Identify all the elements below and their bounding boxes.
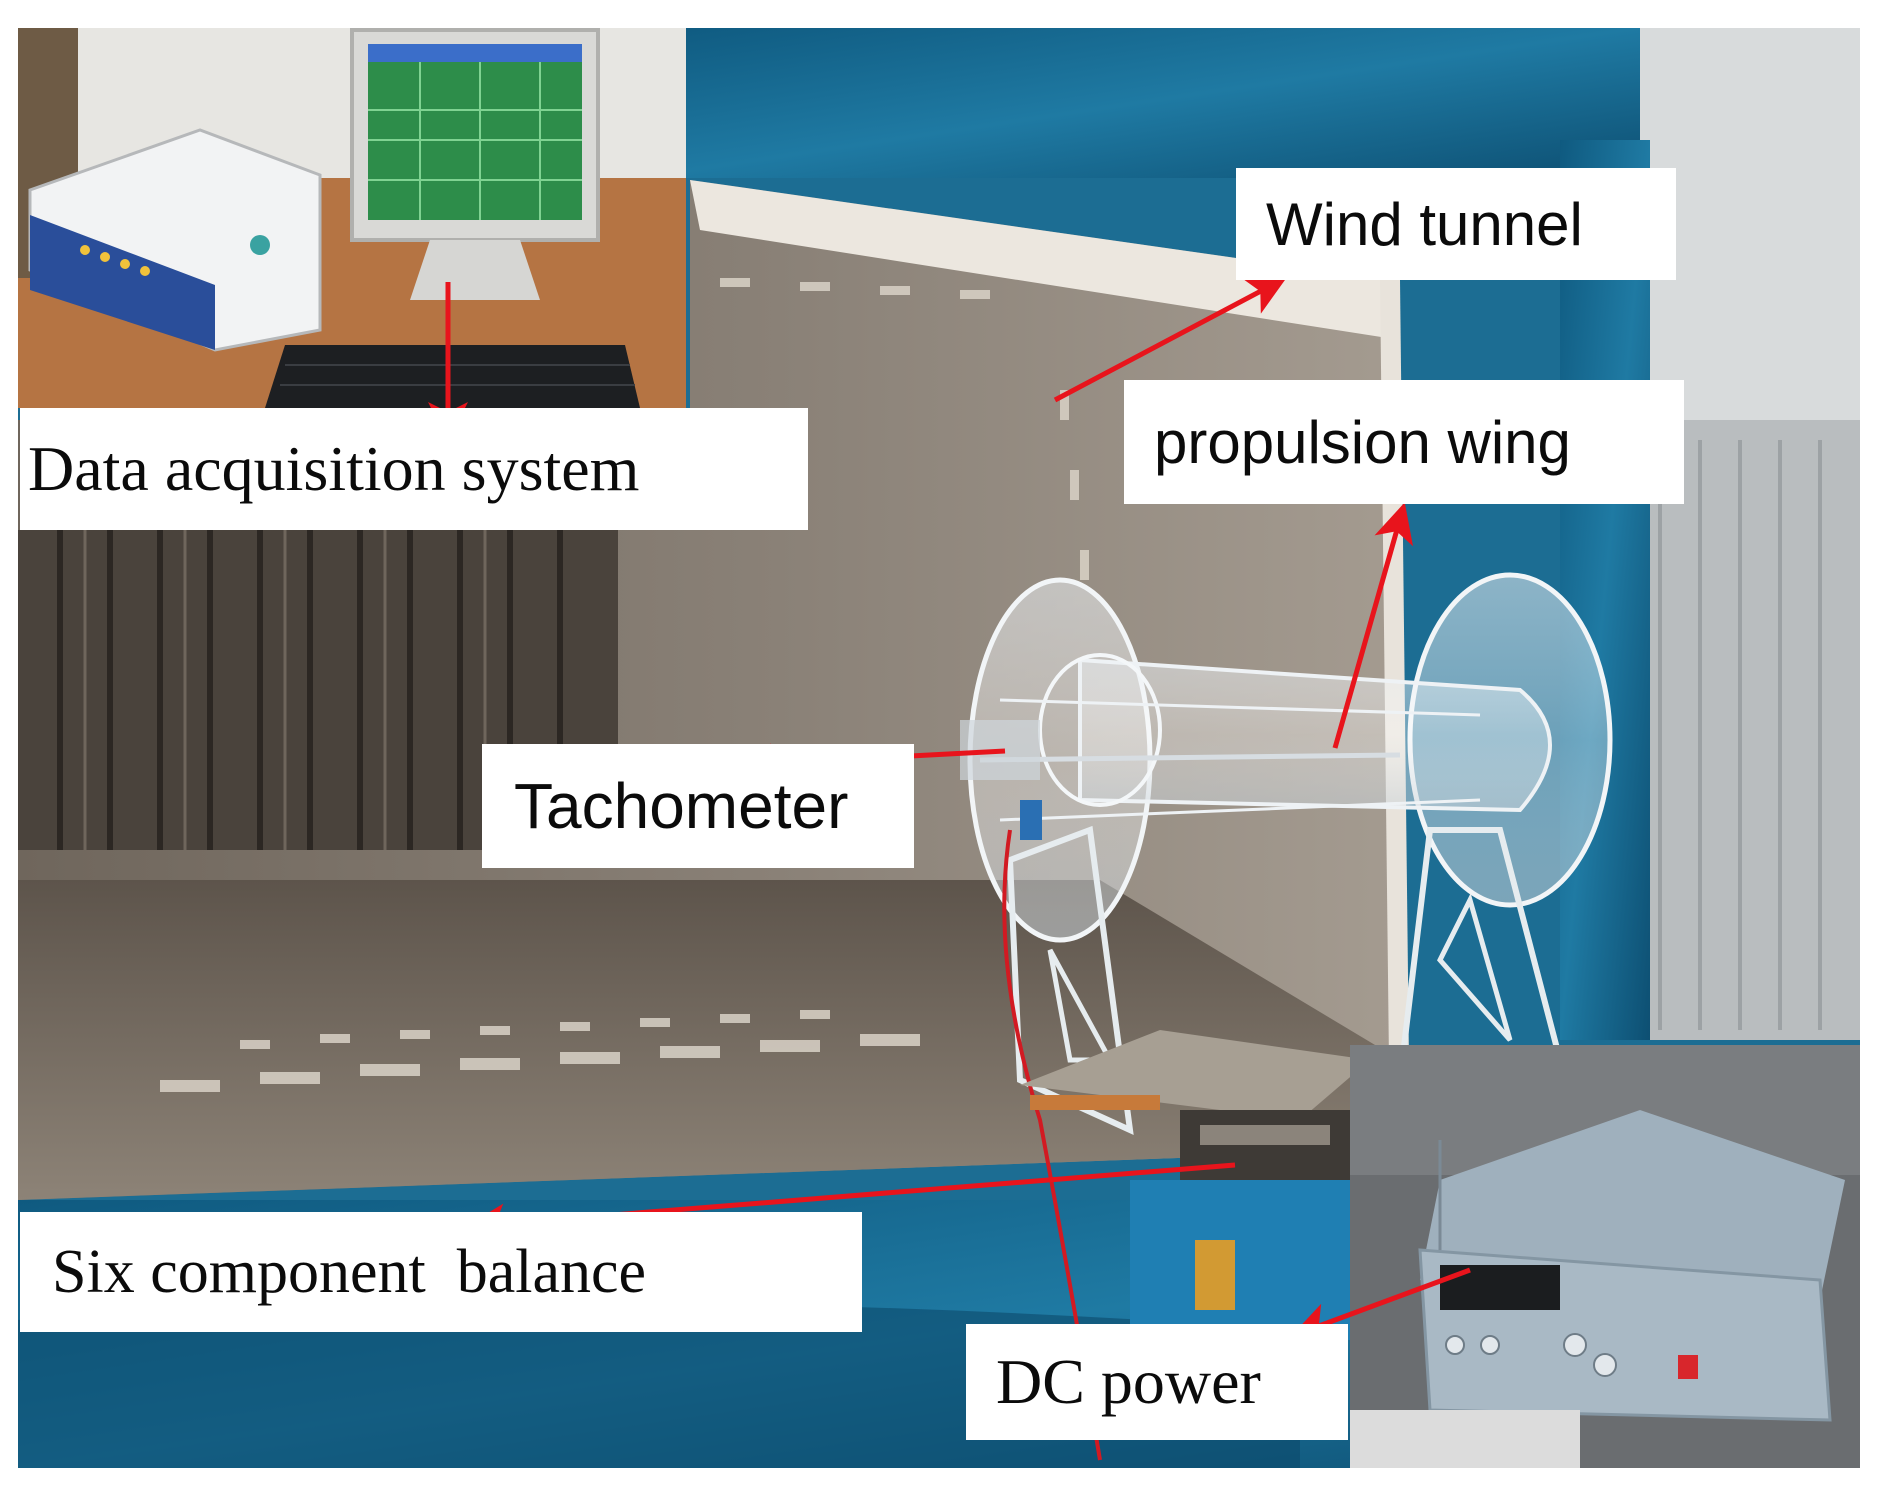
tunnel-column bbox=[1560, 140, 1650, 1040]
arrow-propulsion-wing bbox=[1332, 502, 1414, 749]
arrow-dc-power bbox=[1290, 1267, 1471, 1342]
label-dc-power: DC power bbox=[966, 1324, 1348, 1440]
label-data-acquisition-system: Data acquisition system bbox=[20, 408, 808, 530]
label-tachometer: Tachometer bbox=[482, 744, 914, 868]
label-propulsion-wing: propulsion wing bbox=[1124, 380, 1684, 504]
data-acquisition-inset bbox=[18, 28, 686, 408]
label-six-component-balance: Six component balance bbox=[20, 1212, 862, 1332]
balance-base bbox=[1020, 1030, 1370, 1340]
tunnel-frame-top bbox=[640, 28, 1640, 178]
label-wind-tunnel: Wind tunnel bbox=[1236, 168, 1676, 280]
dc-power-inset bbox=[1350, 1045, 1860, 1468]
arrow-wind-tunnel bbox=[1053, 277, 1287, 403]
